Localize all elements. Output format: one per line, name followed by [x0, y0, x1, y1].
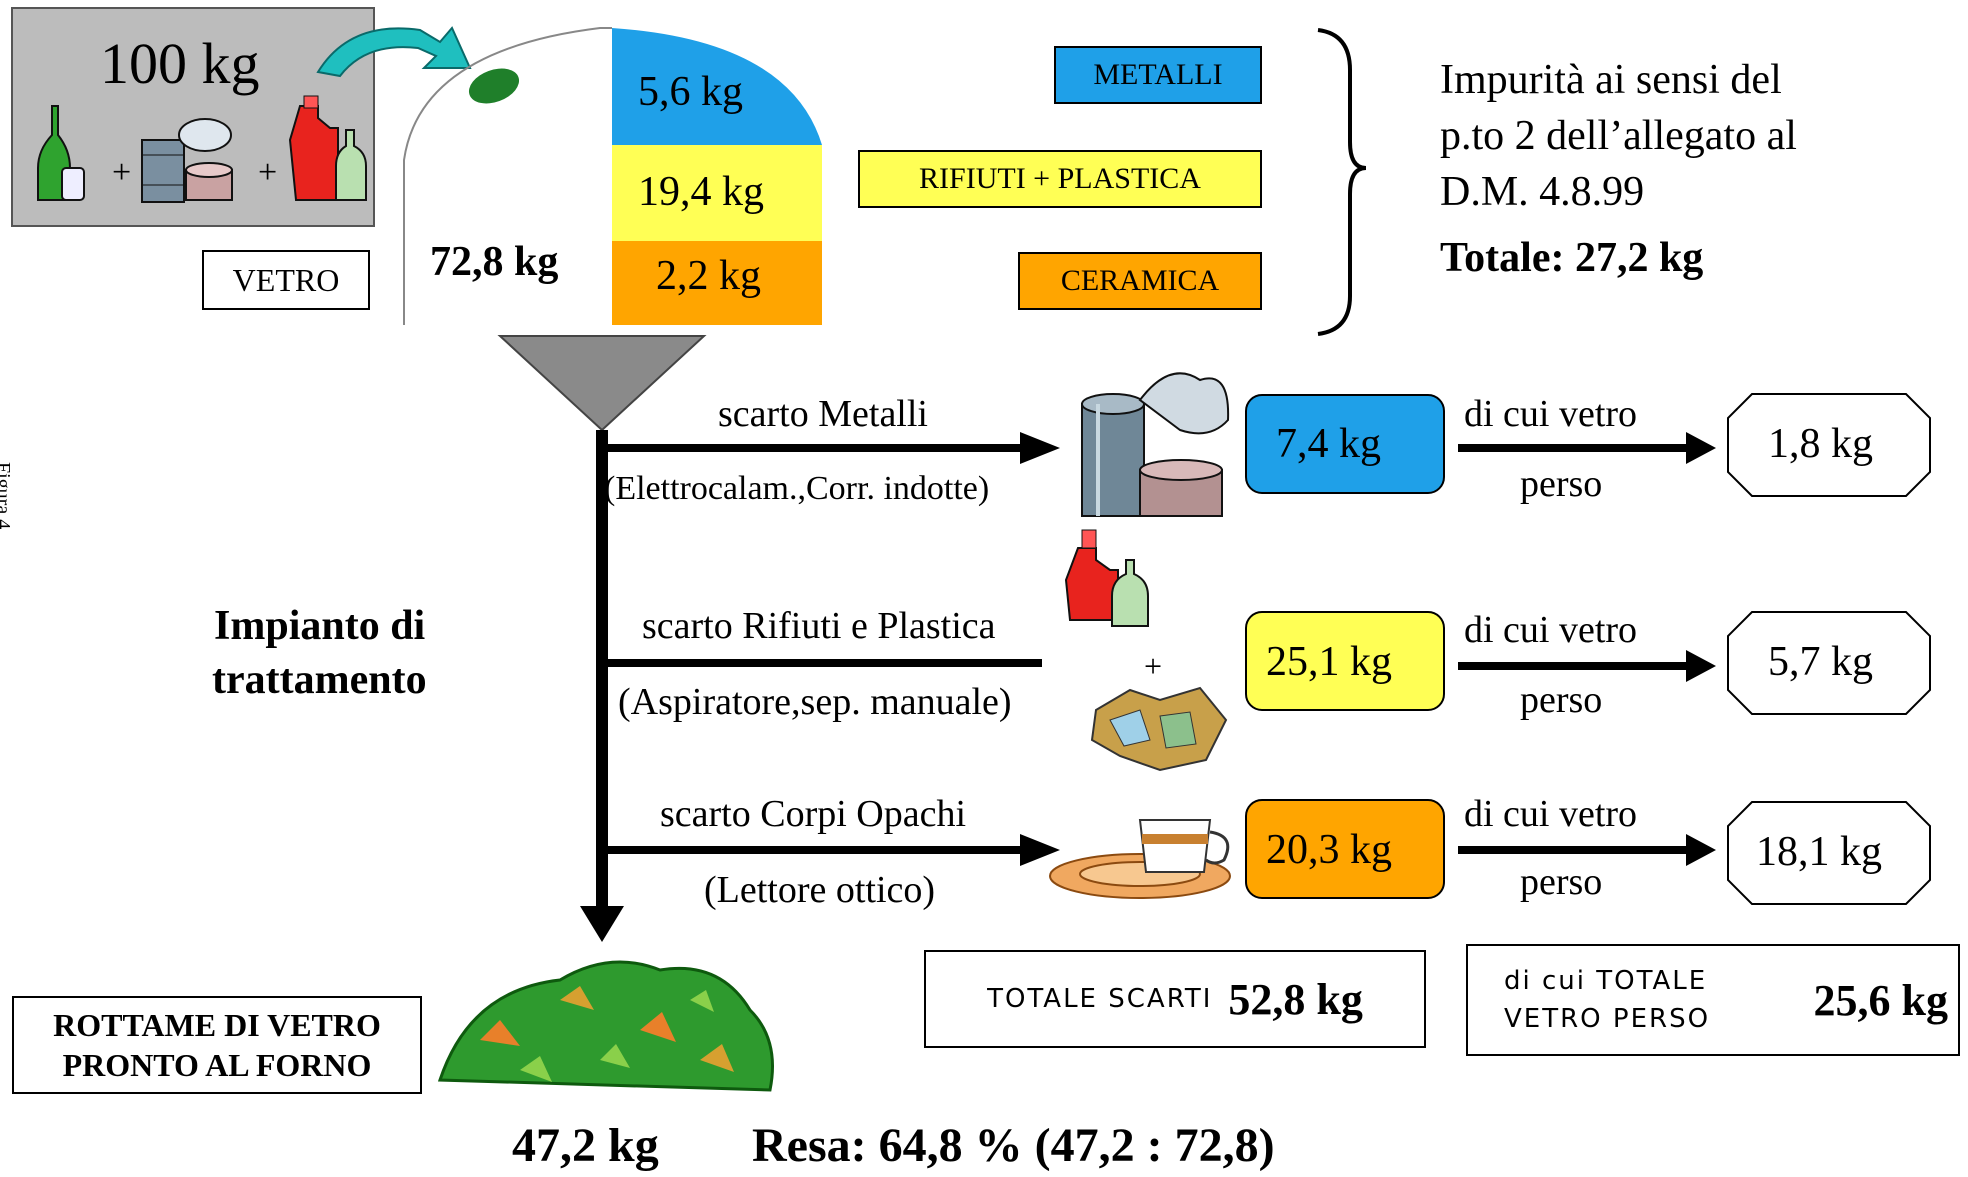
- lost-octagon-2: [1727, 611, 1931, 715]
- of-which-opaque-2: perso: [1520, 861, 1603, 903]
- stage-method-opaque: (Lettore ottico): [704, 869, 936, 911]
- total-scrap-value: 52,8 kg: [1228, 974, 1363, 1024]
- green-bottle-icon: [37, 105, 85, 201]
- discard-box-opaque: [1245, 799, 1445, 899]
- plant-label-line1: Impianto di: [214, 603, 426, 649]
- plastic-weight: 19,4 kg: [638, 169, 764, 215]
- stage-method-plastic: (Aspiratore,sep. manuale): [618, 681, 1012, 723]
- of-which-opaque-1: di cui vetro: [1464, 793, 1638, 835]
- legend-metals: METALLI: [1054, 46, 1262, 104]
- discard-value-plastic: 25,1 kg: [1266, 639, 1392, 685]
- lost-octagon-3: [1727, 801, 1931, 905]
- plastic-fraction-block: [612, 145, 822, 241]
- stage-method-metals: (Elettrocalam.,Corr. indotte): [604, 470, 990, 507]
- plastic-waste-icon: [1064, 529, 1228, 772]
- funnel-shape: [497, 335, 707, 432]
- discard-value-metals: 7,4 kg: [1276, 421, 1381, 467]
- total-lost-value: 25,6 kg: [1813, 975, 1948, 1025]
- plastic-plus: +: [1144, 648, 1163, 684]
- input-weight: 100 kg: [100, 31, 260, 96]
- glass-weight: 72,8 kg: [430, 239, 559, 285]
- total-lost-box: di cui TOTALE VETRO PERSO 25,6 kg: [1466, 944, 1960, 1056]
- legend-ceramic: CERAMICA: [1018, 252, 1262, 310]
- total-lost-label-1: di cui TOTALE: [1504, 966, 1708, 996]
- lost-arrow-1: [1458, 432, 1716, 464]
- output-label-1: ROTTAME DI VETRO: [53, 1007, 381, 1043]
- of-which-plastic-2: perso: [1520, 679, 1603, 721]
- ceramic-weight: 2,2 kg: [656, 253, 761, 299]
- ceramic-fraction-block: [612, 241, 822, 325]
- figure-caption: Figura 4: [0, 462, 14, 529]
- brace-shape: [1317, 28, 1367, 336]
- yield-text: Resa: 64,8 % (47,2 : 72,8): [752, 1119, 1275, 1172]
- total-scrap-box: TOTALE SCARTI 52,8 kg: [924, 950, 1426, 1048]
- input-plus-1: +: [112, 154, 132, 191]
- legend-waste-plastic: RIFIUTI + PLASTICA: [858, 150, 1262, 208]
- lost-arrow-3: [1458, 834, 1716, 866]
- stage-title-opaque: scarto Corpi Opachi: [660, 793, 967, 835]
- total-lost-labels: di cui TOTALE VETRO PERSO: [1504, 962, 1710, 1038]
- input-plus-2: +: [258, 154, 278, 191]
- stage-title-plastic: scarto Rifiuti e Plastica: [642, 605, 996, 647]
- lost-arrow-2: [1458, 650, 1716, 682]
- discard-box-plastic: [1245, 611, 1445, 711]
- output-weight: 47,2 kg: [512, 1119, 659, 1172]
- plastic-bottles-icon: [288, 95, 367, 201]
- total-lost-label-2: VETRO PERSO: [1504, 1004, 1711, 1034]
- branch-arrow-opaque: [602, 834, 1060, 866]
- transfer-arrow-icon: [316, 26, 472, 78]
- glass-pebble-icon: [468, 68, 520, 104]
- branch-arrow-metals: [602, 432, 1060, 464]
- ceramic-cup-plate-icon: [1049, 819, 1231, 899]
- metal-fraction-block: [612, 28, 822, 145]
- plant-label-line2: trattamento: [212, 657, 427, 703]
- stage-title-metals: scarto Metalli: [718, 393, 928, 435]
- lost-value-plastic: 5,7 kg: [1768, 639, 1873, 685]
- metal-scrap-icon: [1081, 372, 1230, 517]
- lost-octagon-1: [1727, 393, 1931, 497]
- output-label-box: ROTTAME DI VETRO PRONTO AL FORNO: [12, 996, 422, 1094]
- impurity-note-line1: Impurità ai sensi del: [1440, 57, 1782, 103]
- hopper-outline: [403, 27, 612, 325]
- of-which-metals-1: di cui vetro: [1464, 393, 1638, 435]
- main-flow-line: [596, 430, 608, 910]
- glass-label-box: VETRO: [202, 250, 370, 310]
- impurity-note-line2: p.to 2 dell’allegato al: [1440, 113, 1797, 159]
- output-label-2: PRONTO AL FORNO: [62, 1047, 372, 1083]
- tin-cans-icon: [141, 118, 233, 203]
- main-flow-arrowhead: [580, 906, 624, 942]
- metal-weight: 5,6 kg: [638, 69, 743, 115]
- glass-label: VETRO: [232, 261, 340, 298]
- impurity-total: Totale: 27,2 kg: [1440, 235, 1704, 281]
- lost-value-metals: 1,8 kg: [1768, 421, 1873, 467]
- glass-cullet-pile-icon: [437, 960, 774, 1092]
- legend-ceramic-label: CERAMICA: [1060, 264, 1220, 297]
- discard-box-metals: [1245, 394, 1445, 494]
- lost-value-opaque: 18,1 kg: [1756, 829, 1882, 875]
- legend-waste-plastic-label: RIFIUTI + PLASTICA: [919, 162, 1201, 195]
- branch-arrow-plastic: [602, 659, 1042, 667]
- of-which-metals-2: perso: [1520, 463, 1603, 505]
- of-which-plastic-1: di cui vetro: [1464, 609, 1638, 651]
- legend-metals-label: METALLI: [1093, 58, 1223, 91]
- total-scrap-label: TOTALE SCARTI: [987, 984, 1213, 1014]
- discard-value-opaque: 20,3 kg: [1266, 827, 1392, 873]
- impurity-note-line3: D.M. 4.8.99: [1440, 169, 1645, 215]
